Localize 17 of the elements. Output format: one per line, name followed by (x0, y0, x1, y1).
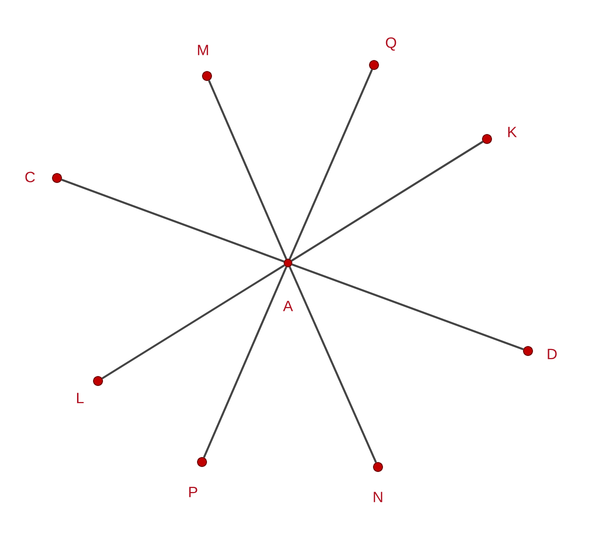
point-label: N (374, 492, 382, 502)
point-label: Q (386, 37, 396, 51)
line-segment (292, 264, 524, 350)
line-segment (61, 178, 284, 262)
point-label: K (508, 126, 517, 138)
point-label: M (198, 44, 208, 56)
point-label: C (25, 172, 35, 182)
line-segment (288, 266, 377, 463)
line-segment (203, 266, 288, 458)
line-segment (288, 69, 373, 260)
point-label: P (189, 486, 198, 498)
line-segment (291, 140, 484, 262)
line-segment (208, 80, 288, 260)
point-label: A (283, 300, 293, 312)
point-label: L (77, 392, 84, 404)
line-segment (102, 264, 285, 380)
point-label: D (548, 348, 557, 360)
